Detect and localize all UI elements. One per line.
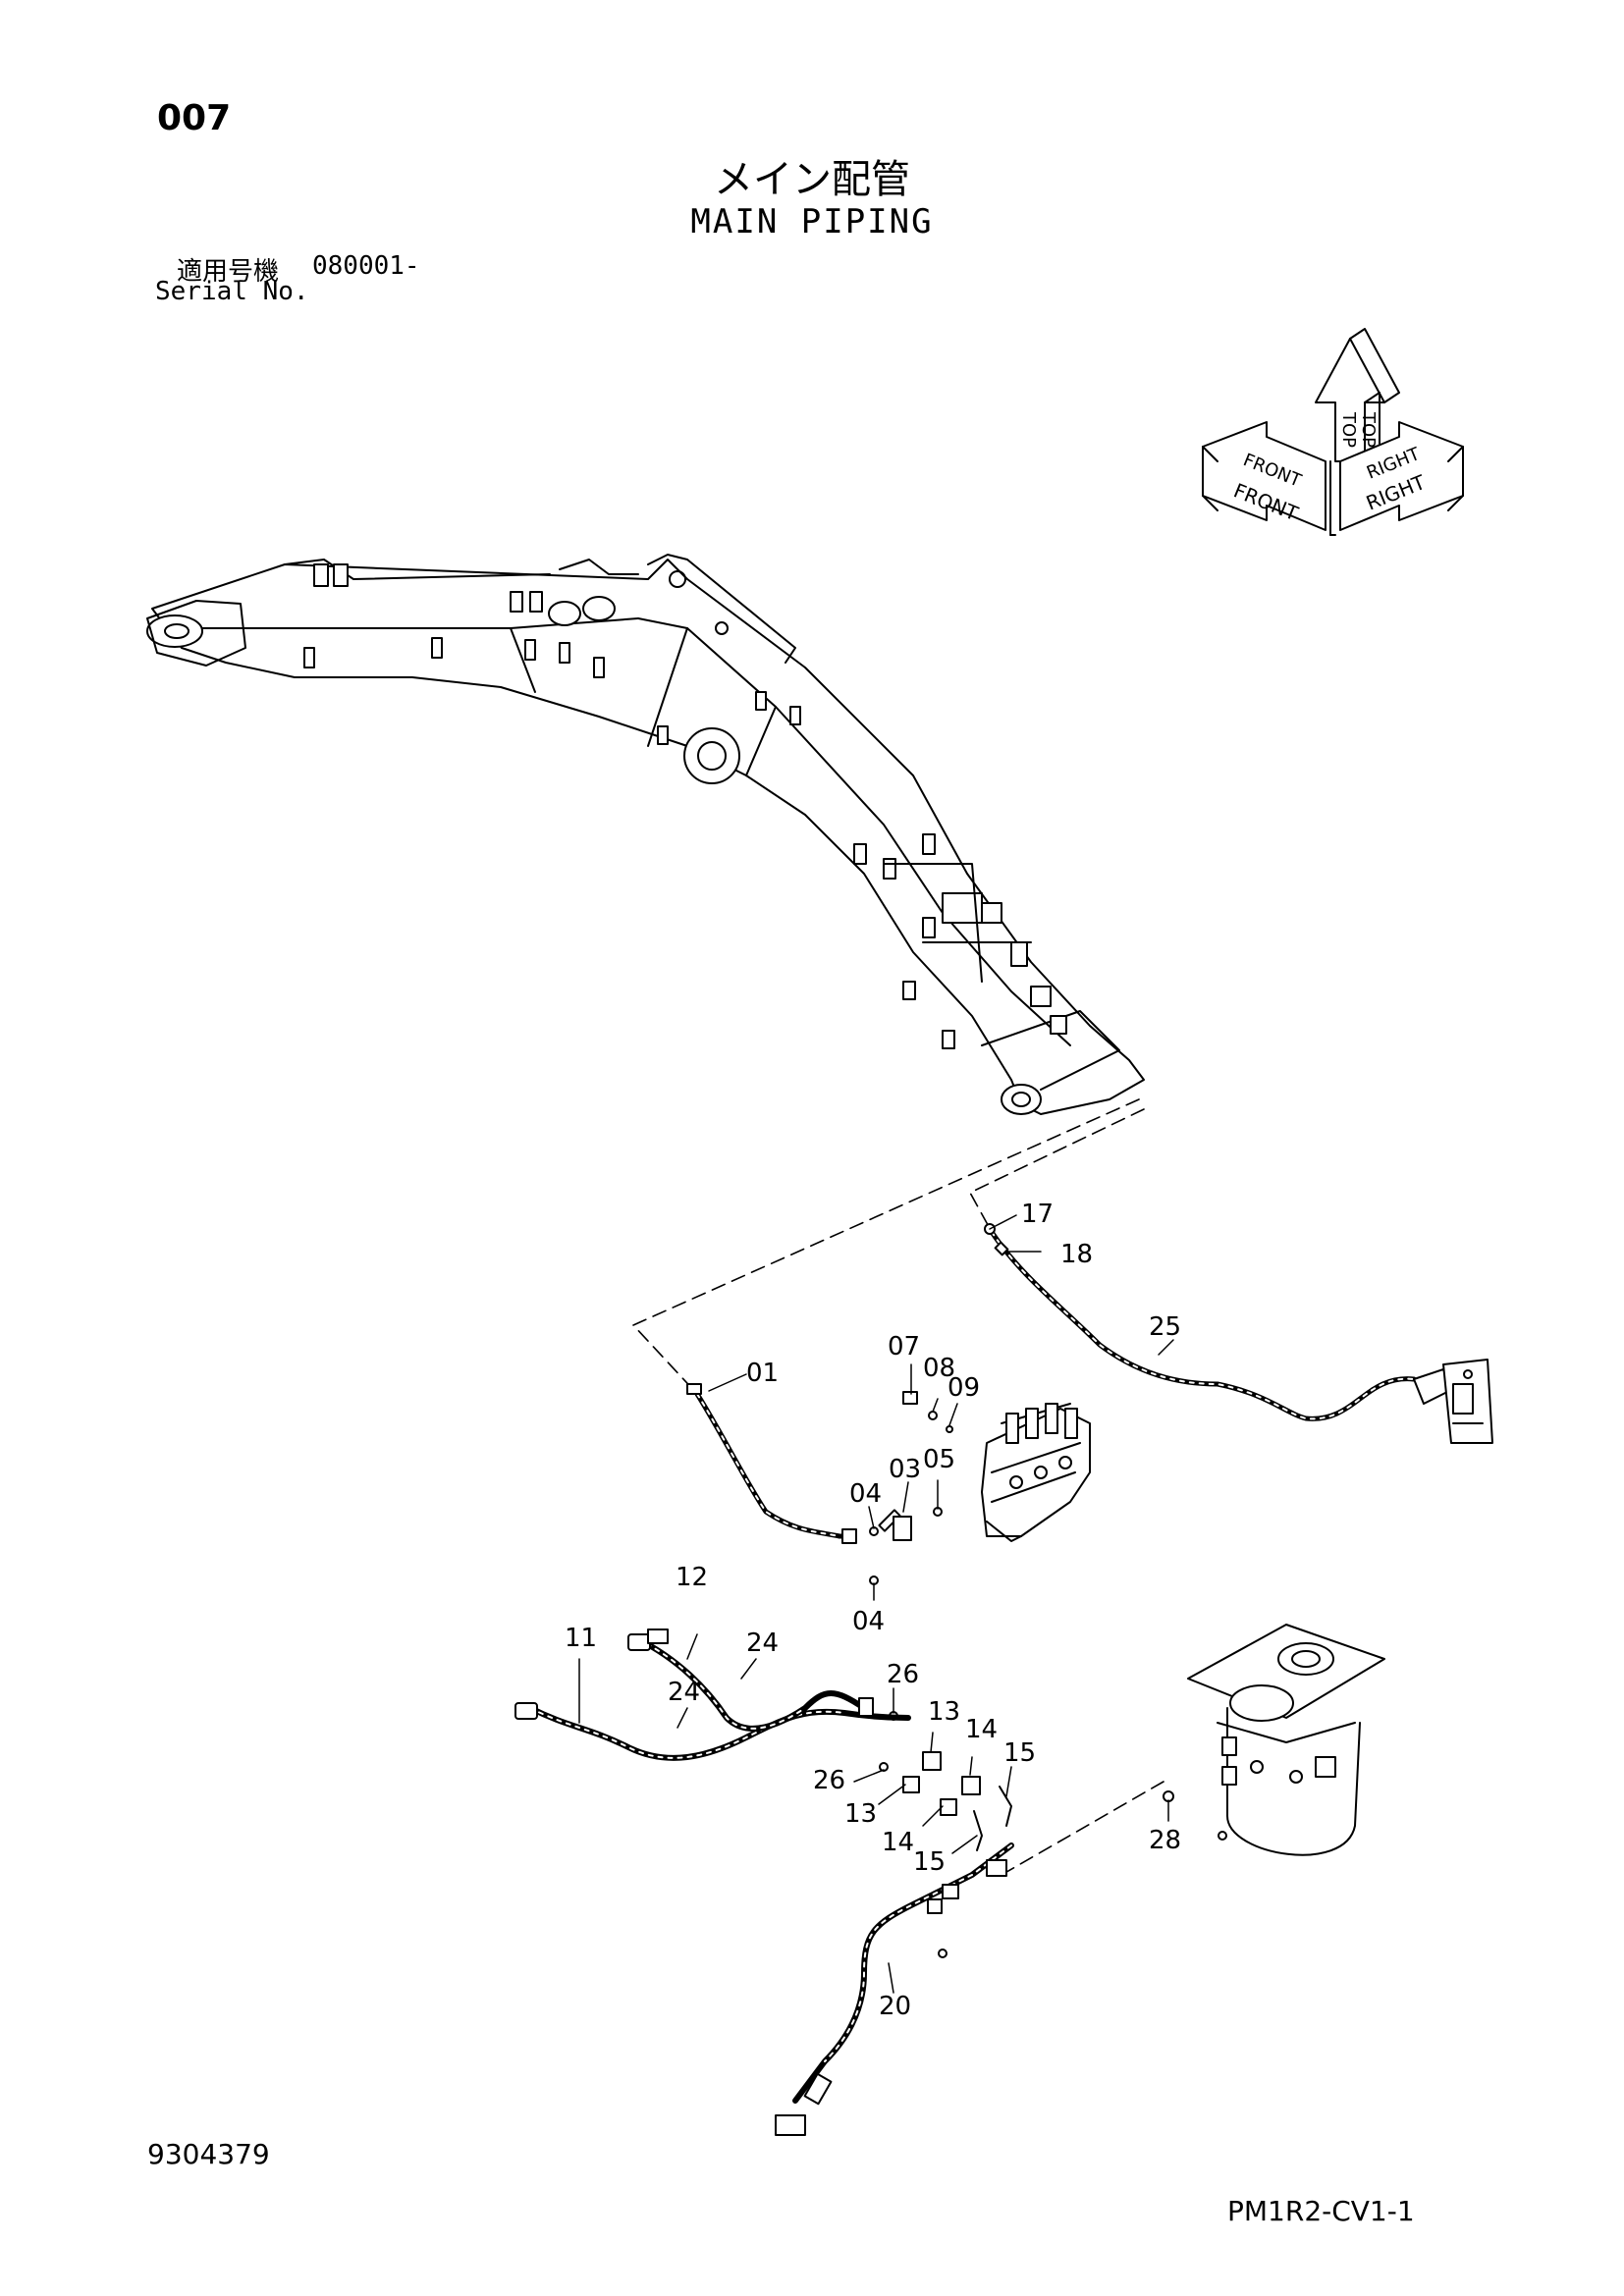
callout-08: 08 [923,1354,955,1383]
callout-07: 07 [888,1332,920,1362]
hose-01 [686,1383,857,1544]
hose-group-11-12-24 [514,1629,1012,1851]
callout-14-lower: 14 [882,1828,914,1857]
callout-13-lower: 13 [844,1799,877,1829]
control-valve-block [869,1391,1091,1585]
callout-24-lower: 24 [668,1678,700,1707]
page-number: 007 [157,98,232,138]
callout-20: 20 [879,1992,911,2021]
boom-assembly [146,554,1145,1115]
serial-label-english: Serial No. [155,277,309,306]
callout-24-upper: 24 [746,1629,779,1658]
callout-12: 12 [676,1563,708,1592]
callout-03: 03 [889,1455,921,1484]
callout-04-lower: 04 [852,1607,885,1636]
sheet-code: PM1R2-CV1-1 [1227,2195,1415,2227]
assembly-leader-lines [632,1098,1164,1876]
callout-13-upper: 13 [928,1697,960,1727]
serial-label-japanese: 適用号機 [177,257,280,287]
callout-11: 11 [565,1624,597,1653]
page-title-english: MAIN PIPING [690,202,934,241]
callout-26-upper: 26 [887,1660,919,1689]
hose-20 [775,1842,1014,2136]
callout-15-lower: 15 [913,1847,946,1877]
callout-05: 05 [923,1445,955,1474]
callout-18: 18 [1060,1240,1093,1269]
orientation-top-small-label: TOP [1358,411,1379,448]
pump-motor-unit [1163,1624,1385,1856]
callout-28: 28 [1149,1826,1181,1855]
callout-01: 01 [746,1359,779,1388]
document-number: 9304379 [147,2138,270,2170]
callout-25: 25 [1149,1312,1181,1342]
serial-number-value: 080001- [312,251,420,281]
hose-25 [984,1223,1493,1444]
callout-14-upper: 14 [965,1715,998,1744]
callout-leaders [578,1214,1174,1994]
callout-26-lower: 26 [813,1766,845,1795]
callout-17: 17 [1021,1200,1054,1229]
callout-15-upper: 15 [1003,1738,1036,1768]
page-title-japanese: メイン配管 [714,157,910,202]
orientation-indicator-icon: FRONT FRONT TOP TOP RIGHT RIGHT [1202,328,1464,536]
callout-04-upper: 04 [849,1479,882,1509]
callout-09: 09 [947,1373,980,1403]
orientation-top-label: TOP [1338,411,1359,448]
